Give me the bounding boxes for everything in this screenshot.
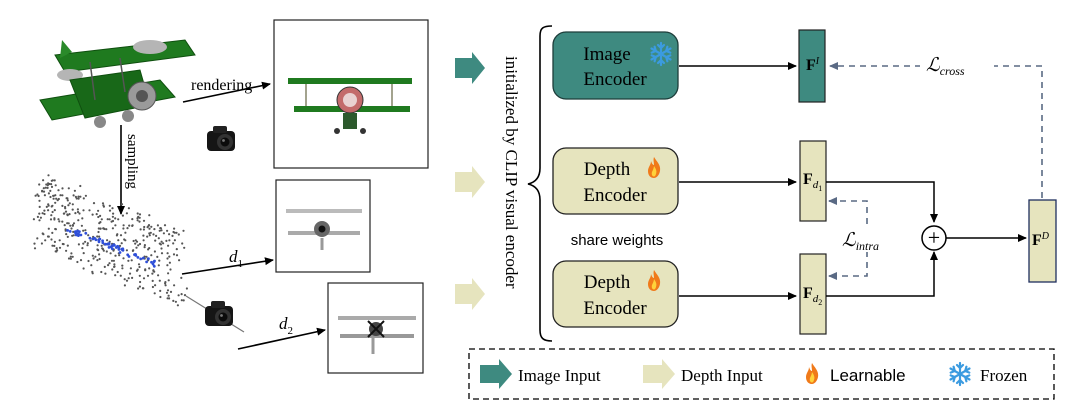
image-encoder: Image Encoder bbox=[552, 31, 679, 100]
encoder-brace bbox=[527, 25, 553, 342]
depth-image-2 bbox=[327, 282, 424, 374]
point-cloud bbox=[32, 174, 188, 307]
fd1-to-sum-arrow bbox=[826, 181, 938, 223]
share-weights-label: share weights bbox=[571, 232, 664, 249]
intra-loss-label: ℒintra bbox=[842, 230, 879, 253]
svg-text:Depth: Depth bbox=[584, 159, 631, 180]
legend-learnable: Learnable bbox=[830, 366, 906, 385]
depth-encoder-2: Depth Encoder bbox=[552, 260, 679, 328]
cross-loss-arrow bbox=[829, 62, 1043, 198]
camera-icon bbox=[207, 126, 235, 151]
feature-fi: FI bbox=[798, 29, 826, 103]
rendering-label: rendering bbox=[191, 77, 252, 94]
legend-image-input: Image Input bbox=[518, 366, 601, 385]
svg-text:Encoder: Encoder bbox=[583, 69, 647, 90]
sum-symbol: + bbox=[928, 225, 940, 250]
image-input-arrow bbox=[455, 52, 485, 84]
svg-text:Fd1: Fd1 bbox=[803, 171, 822, 193]
depth-encoder-1: Depth Encoder bbox=[552, 147, 679, 215]
feature-fd2: Fd2 bbox=[799, 253, 827, 335]
legend-depth-input: Depth Input bbox=[681, 366, 763, 385]
legend: Image Input Depth Input Learnable Frozen bbox=[468, 348, 1055, 400]
svg-text:Image: Image bbox=[583, 44, 630, 65]
fd2-to-sum-arrow bbox=[826, 251, 938, 297]
feature-fd: FD bbox=[1028, 199, 1057, 283]
svg-text:Encoder: Encoder bbox=[583, 185, 647, 206]
depth-input-arrow-2 bbox=[455, 278, 485, 310]
d2-label: d2 bbox=[279, 314, 293, 337]
sampling-label: sampling bbox=[124, 134, 140, 189]
svg-text:Depth: Depth bbox=[584, 272, 631, 293]
feature-fd1: Fd1 bbox=[799, 140, 827, 222]
svg-text:Fd2: Fd2 bbox=[803, 285, 822, 307]
legend-frozen: Frozen bbox=[980, 366, 1028, 385]
svg-text:FI: FI bbox=[806, 56, 820, 74]
d1-arrow bbox=[181, 257, 274, 275]
plane-3d-model bbox=[39, 39, 196, 128]
cross-loss-label: ℒcross bbox=[926, 55, 965, 78]
rendered-image bbox=[273, 19, 429, 169]
camera-icon-2 bbox=[205, 301, 233, 326]
cross-loss-label-bg bbox=[920, 52, 994, 76]
svg-text:FD: FD bbox=[1032, 231, 1050, 249]
depth-image-1 bbox=[275, 179, 371, 273]
intra-loss-label-bg bbox=[840, 228, 896, 252]
d2-arrow bbox=[237, 327, 326, 350]
svg-text:Encoder: Encoder bbox=[583, 298, 647, 319]
clip-init-label: initialized by CLIP visual encoder bbox=[502, 56, 521, 289]
rendering-arrow bbox=[182, 81, 271, 103]
legend-depth-input-icon bbox=[643, 359, 675, 389]
legend-image-input-icon bbox=[480, 359, 512, 389]
intra-loss-bracket bbox=[829, 200, 868, 277]
depth-input-arrow-1 bbox=[455, 166, 485, 198]
d1-label: d1 bbox=[229, 247, 243, 270]
